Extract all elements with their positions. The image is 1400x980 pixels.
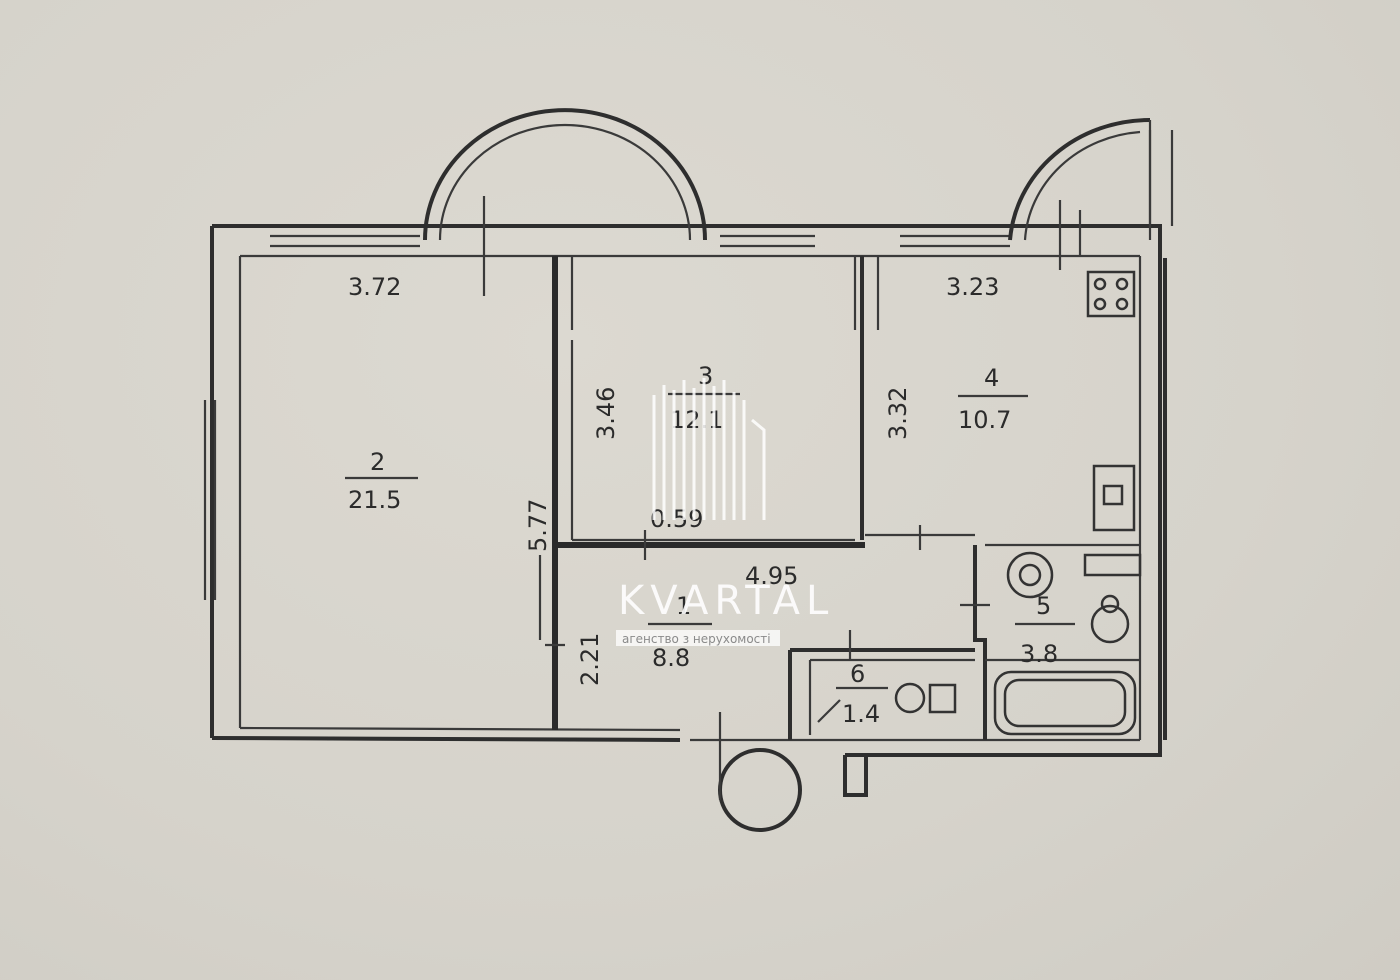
room-5-label: 5 3.8	[1015, 592, 1075, 668]
room-4-area: 10.7	[958, 406, 1011, 434]
dim-room2-right: 5.77	[524, 499, 552, 552]
watermark-brand: KVARTAL	[618, 578, 834, 624]
dim-room3-left: 3.46	[592, 387, 620, 440]
room-2-number: 2	[370, 448, 385, 476]
room-4-label: 4 10.7	[958, 364, 1028, 434]
top-windows	[203, 234, 1010, 600]
interior-walls	[538, 256, 1140, 740]
outer-walls	[210, 130, 1174, 797]
room-6-label: 6 1.4	[836, 660, 888, 728]
dim-room4-left: 3.32	[884, 387, 912, 440]
kitchen-fixtures	[1086, 270, 1136, 532]
dim-room2-top: 3.72	[348, 273, 401, 301]
room-2-area: 21.5	[348, 486, 401, 514]
dim-hall-length: 4.95	[745, 562, 798, 590]
room-6-number: 6	[850, 660, 865, 688]
watermark: KVARTAL агенство з нерухомості	[616, 378, 834, 646]
room-1-number: 1	[676, 592, 691, 620]
dim-room4-top: 3.23	[946, 273, 999, 301]
dim-hall-left: 2.21	[576, 633, 604, 686]
room-4-number: 4	[984, 364, 999, 392]
room-labels: 2 21.5 3 12.1 4 10.7 1 8.8 5	[345, 362, 1075, 728]
entrance-door	[690, 712, 802, 832]
room-2-label: 2 21.5	[345, 448, 418, 514]
room-6-area: 1.4	[842, 700, 880, 728]
room-1-area: 8.8	[652, 644, 690, 672]
balcony-arcs	[423, 108, 1152, 296]
watermark-logo-bars	[652, 378, 766, 520]
bathroom-fixtures	[817, 551, 1142, 736]
room-5-number: 5	[1036, 592, 1051, 620]
room-1-label: 1 8.8	[648, 592, 712, 672]
watermark-tagline: агенство з нерухомості	[622, 632, 771, 646]
room-5-area: 3.8	[1020, 640, 1058, 668]
room-3-number: 3	[698, 362, 713, 390]
